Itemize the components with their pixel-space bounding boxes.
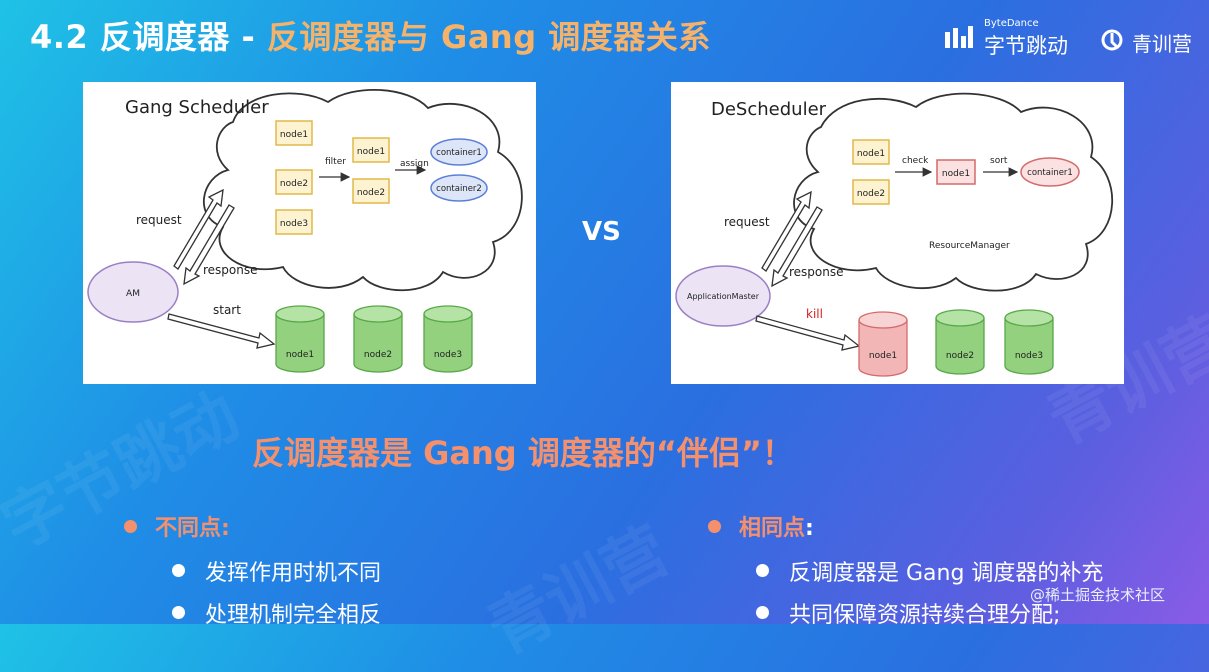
same-label: 相同点 xyxy=(739,516,806,541)
node-label: node1 xyxy=(857,149,885,159)
node-label: node1 xyxy=(280,130,308,140)
cylinders: node1 node2 node3 xyxy=(858,309,1054,377)
request-arrow xyxy=(173,188,224,270)
same-label-suffix: : xyxy=(805,516,814,541)
node-label: node1 xyxy=(357,147,385,157)
check-label: check xyxy=(902,156,929,166)
cylinder-label: node2 xyxy=(946,351,974,361)
diff-label: 不同点: xyxy=(155,516,230,541)
diagram-title: Gang Scheduler xyxy=(125,97,269,118)
cylinder-label: node3 xyxy=(434,350,462,360)
diagram-title: DeScheduler xyxy=(711,99,827,120)
checked-node-box xyxy=(936,159,976,185)
cylinder-node2: node2 xyxy=(935,309,985,375)
container-label: container1 xyxy=(436,148,482,158)
request-arrow xyxy=(761,190,812,272)
response-arrow xyxy=(183,204,235,286)
response-label: response xyxy=(789,265,844,279)
diff-item: 处理机制完全相反 xyxy=(172,597,381,629)
cylinders: node1 node2 node3 xyxy=(275,305,473,373)
same-item-text: 共同保障资源持续合理分配; xyxy=(789,603,1061,628)
title-sub: 反调度器与 Gang 调度器关系 xyxy=(266,18,711,56)
slide-title: 4.2 反调度器 - 反调度器与 Gang 调度器关系 xyxy=(30,12,711,58)
cylinder-node3: node3 xyxy=(1004,309,1054,375)
same-item-text: 反调度器是 Gang 调度器的补充 xyxy=(789,561,1104,586)
input-nodes: node1 node2 xyxy=(852,139,890,205)
brand-bytedance-en: ByteDance xyxy=(984,18,1039,29)
cylinder-label: node1 xyxy=(286,350,314,360)
am-ellipse xyxy=(87,261,179,323)
bullet-dot-icon xyxy=(756,606,769,619)
bullet-dot-icon xyxy=(172,564,185,577)
camp-logo-icon xyxy=(1101,29,1123,51)
request-label: request xyxy=(136,213,182,227)
response-arrow xyxy=(771,206,823,288)
cylinder-node1: node1 xyxy=(275,305,325,373)
input-nodes: node1 node2 node3 xyxy=(275,120,313,235)
bullet-dot-icon xyxy=(756,564,769,577)
cloud-shape xyxy=(793,92,1114,292)
cylinder-node2: node2 xyxy=(353,305,403,373)
am-ellipse xyxy=(675,265,771,327)
gang-scheduler-svg: Gang Scheduler node1 node2 node3 filter … xyxy=(87,88,523,373)
containers: container1 container2 xyxy=(430,138,488,202)
filtered-nodes: node1 node2 xyxy=(352,137,390,204)
bullet-dot-icon xyxy=(124,520,137,533)
node-label: node2 xyxy=(357,188,385,198)
start-label: start xyxy=(213,303,241,317)
container-ellipse xyxy=(430,174,488,202)
assign-label: assign xyxy=(400,159,429,169)
background-watermark: 青训营 xyxy=(476,513,681,670)
gang-scheduler-diagram: Gang Scheduler node1 node2 node3 filter … xyxy=(83,82,536,384)
same-item: 共同保障资源持续合理分配; xyxy=(756,597,1060,629)
descheduler-diagram: DeScheduler node1 node2 check node1 sort… xyxy=(671,82,1124,384)
container-label: container2 xyxy=(436,184,482,194)
node-box xyxy=(352,137,390,163)
same-item: 反调度器是 Gang 调度器的补充 xyxy=(756,555,1103,587)
cylinder-node3: node3 xyxy=(423,305,473,373)
same-section-heading: 相同点: xyxy=(708,510,814,542)
node-box xyxy=(275,209,313,235)
filter-label: filter xyxy=(325,157,346,167)
diff-item-text: 处理机制完全相反 xyxy=(205,603,382,628)
node-box xyxy=(852,179,890,205)
start-arrow xyxy=(167,313,276,349)
juejin-watermark: @稀土掘金技术社区 xyxy=(1030,586,1166,604)
title-main: 4.2 反调度器 - xyxy=(30,18,267,56)
container-ellipse xyxy=(1020,157,1080,187)
brand-bytedance-cn: 字节跳动 xyxy=(984,34,1068,58)
kill-label: kill xyxy=(806,307,823,321)
diff-item: 发挥作用时机不同 xyxy=(172,555,381,587)
node-box xyxy=(275,169,313,195)
bytedance-bars-icon xyxy=(945,26,973,48)
request-label: request xyxy=(724,215,770,229)
am-label: AM xyxy=(126,289,140,299)
cylinder-node1: node1 xyxy=(858,311,908,377)
manager-label: ResourceManager xyxy=(929,241,1010,251)
diff-section-heading: 不同点: xyxy=(124,510,230,542)
vs-label: VS xyxy=(582,217,621,247)
diff-item-text: 发挥作用时机不同 xyxy=(205,561,382,586)
cylinder-label: node3 xyxy=(1015,351,1043,361)
tagline: 反调度器是 Gang 调度器的“伴侣”！ xyxy=(252,434,794,472)
bullet-dot-icon xyxy=(708,520,721,533)
response-label: response xyxy=(203,263,258,277)
sort-label: sort xyxy=(990,156,1008,166)
checked-node-label: node1 xyxy=(942,169,970,179)
node-box xyxy=(852,139,890,165)
container-ellipse xyxy=(430,138,488,166)
node-box xyxy=(275,120,313,146)
brand-camp: 青训营 xyxy=(1132,32,1192,56)
node-box xyxy=(352,178,390,204)
cylinder-label: node2 xyxy=(364,350,392,360)
am-label: ApplicationMaster xyxy=(687,292,760,301)
kill-arrow xyxy=(755,315,861,351)
node-label: node3 xyxy=(280,219,308,229)
descheduler-svg: DeScheduler node1 node2 check node1 sort… xyxy=(675,92,1114,377)
node-label: node2 xyxy=(857,189,885,199)
bullet-dot-icon xyxy=(172,606,185,619)
container-label: container1 xyxy=(1027,168,1073,178)
cylinder-label: node1 xyxy=(869,351,897,361)
node-label: node2 xyxy=(280,179,308,189)
